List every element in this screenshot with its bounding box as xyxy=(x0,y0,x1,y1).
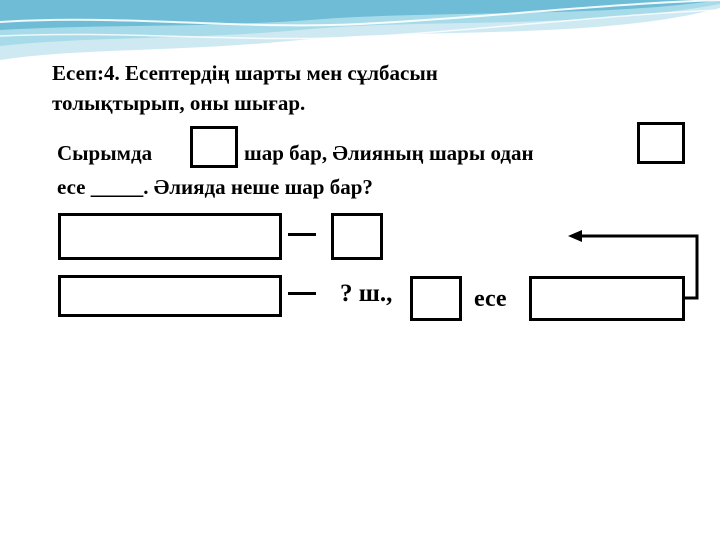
problem-text-part-3: есе _____. Әлияда неше шар бар? xyxy=(57,175,373,199)
header-wave-decoration xyxy=(0,0,720,60)
diagram-value-box-2[interactable] xyxy=(410,276,462,321)
task-title: Есеп:4. Есептердің шарты мен сұлбасын то… xyxy=(52,58,652,118)
diagram-question-label: ? ш., xyxy=(340,280,393,307)
diagram-bar-syrym[interactable] xyxy=(58,213,282,260)
diagram-value-box-1[interactable] xyxy=(331,213,383,260)
task-title-line-2: толықтырып, оны шығар. xyxy=(52,91,306,115)
diagram-dash-2 xyxy=(288,292,316,295)
problem-text-part-2: шар бар, Әлияның шары одан xyxy=(244,141,534,165)
task-title-line-1: Есеп:4. Есептердің шарты мен сұлбасын xyxy=(52,61,438,85)
problem-blank-box-2[interactable] xyxy=(637,122,685,164)
diagram-times-label: есе xyxy=(474,286,507,312)
diagram-bar-aliya[interactable] xyxy=(58,275,282,317)
problem-text-part-1: Сырымда xyxy=(57,141,153,165)
diagram-comparison-box[interactable] xyxy=(529,276,685,321)
diagram-dash-1 xyxy=(288,233,316,236)
problem-blank-box-1[interactable] xyxy=(190,126,238,168)
